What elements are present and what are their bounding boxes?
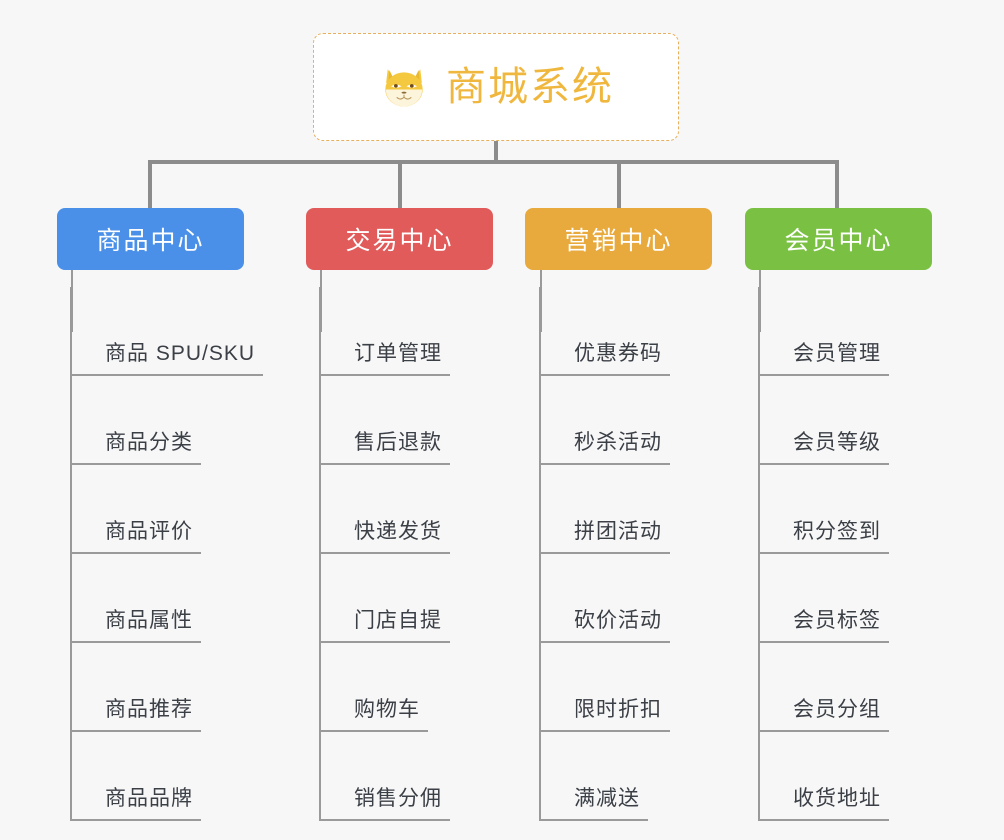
root-title: 商城系统 (446, 65, 614, 109)
shiba-dog-emoji (385, 69, 423, 107)
leaf-label: 销售分佣 (321, 786, 450, 821)
branch-label: 商品中心 (96, 227, 205, 255)
leaf-item[interactable]: 销售分佣 (321, 732, 535, 821)
leaf-item[interactable]: 订单管理 (321, 287, 535, 376)
connector-horizontal-bus (148, 160, 839, 164)
leaf-item[interactable]: 商品属性 (72, 554, 286, 643)
leaf-label: 订单管理 (321, 341, 450, 376)
branch-label: 营销中心 (564, 227, 673, 255)
leaf-label: 优惠券码 (541, 341, 670, 376)
leaf-item[interactable]: 优惠券码 (541, 287, 755, 376)
leaf-item[interactable]: 会员管理 (760, 287, 974, 376)
leaf-item[interactable]: 积分签到 (760, 465, 974, 554)
leaf-item[interactable]: 满减送 (541, 732, 755, 821)
connector-stub-1 (71, 270, 73, 332)
leaf-label: 购物车 (321, 697, 428, 732)
leaf-label: 商品属性 (72, 608, 201, 643)
leaf-label: 商品品牌 (72, 786, 201, 821)
leaf-label: 门店自提 (321, 608, 450, 643)
connector-root-stem (494, 141, 498, 163)
leaf-item[interactable]: 商品品牌 (72, 732, 286, 821)
leaf-label: 砍价活动 (541, 608, 670, 643)
branch-label: 会员中心 (784, 227, 893, 255)
branch-label: 交易中心 (345, 227, 454, 255)
leaf-item[interactable]: 秒杀活动 (541, 376, 755, 465)
leaf-item[interactable]: 门店自提 (321, 554, 535, 643)
leaf-label: 商品分类 (72, 430, 201, 465)
leaf-label: 会员标签 (760, 608, 889, 643)
connector-drop-4 (835, 160, 839, 210)
leaf-item[interactable]: 商品分类 (72, 376, 286, 465)
leaf-label: 收货地址 (760, 786, 889, 821)
leaf-label: 商品评价 (72, 519, 201, 554)
leaf-item[interactable]: 售后退款 (321, 376, 535, 465)
leaf-label: 会员管理 (760, 341, 889, 376)
connector-drop-2 (398, 160, 402, 210)
leaf-item[interactable]: 砍价活动 (541, 554, 755, 643)
leaf-label: 满减送 (541, 786, 648, 821)
connector-stub-2 (320, 270, 322, 332)
leaf-label: 秒杀活动 (541, 430, 670, 465)
leaf-column-trade-center: 订单管理 售后退款 快递发货 门店自提 购物车 销售分佣 (319, 287, 535, 821)
leaf-label: 会员分组 (760, 697, 889, 732)
connector-drop-1 (148, 160, 152, 210)
leaf-item[interactable]: 快递发货 (321, 465, 535, 554)
connector-stub-3 (540, 270, 542, 332)
leaf-item[interactable]: 购物车 (321, 643, 535, 732)
leaf-column-marketing-center: 优惠券码 秒杀活动 拼团活动 砍价活动 限时折扣 满减送 (539, 287, 755, 821)
root-node[interactable]: 商城系统 (313, 33, 679, 141)
leaf-label: 限时折扣 (541, 697, 670, 732)
leaf-label: 快递发货 (321, 519, 450, 554)
leaf-label: 商品 SPU/SKU (72, 341, 264, 376)
leaf-column-product-center: 商品 SPU/SKU 商品分类 商品评价 商品属性 商品推荐 商品品牌 (70, 287, 286, 821)
connector-drop-3 (617, 160, 621, 210)
branch-card-trade-center[interactable]: 交易中心 (306, 208, 493, 270)
leaf-label: 会员等级 (760, 430, 889, 465)
branch-card-marketing-center[interactable]: 营销中心 (525, 208, 712, 270)
leaf-label: 商品推荐 (72, 697, 201, 732)
leaf-item[interactable]: 会员等级 (760, 376, 974, 465)
leaf-item[interactable]: 商品 SPU/SKU (72, 287, 286, 376)
leaf-item[interactable]: 收货地址 (760, 732, 974, 821)
leaf-item[interactable]: 限时折扣 (541, 643, 755, 732)
branch-card-product-center[interactable]: 商品中心 (57, 208, 244, 270)
leaf-item[interactable]: 会员标签 (760, 554, 974, 643)
connector-stub-4 (759, 270, 761, 332)
leaf-item[interactable]: 拼团活动 (541, 465, 755, 554)
leaf-label: 积分签到 (760, 519, 889, 554)
leaf-item[interactable]: 商品推荐 (72, 643, 286, 732)
leaf-item[interactable]: 会员分组 (760, 643, 974, 732)
leaf-item[interactable]: 商品评价 (72, 465, 286, 554)
leaf-label: 售后退款 (321, 430, 450, 465)
branch-card-member-center[interactable]: 会员中心 (745, 208, 932, 270)
leaf-label: 拼团活动 (541, 519, 670, 554)
leaf-column-member-center: 会员管理 会员等级 积分签到 会员标签 会员分组 收货地址 (758, 287, 974, 821)
